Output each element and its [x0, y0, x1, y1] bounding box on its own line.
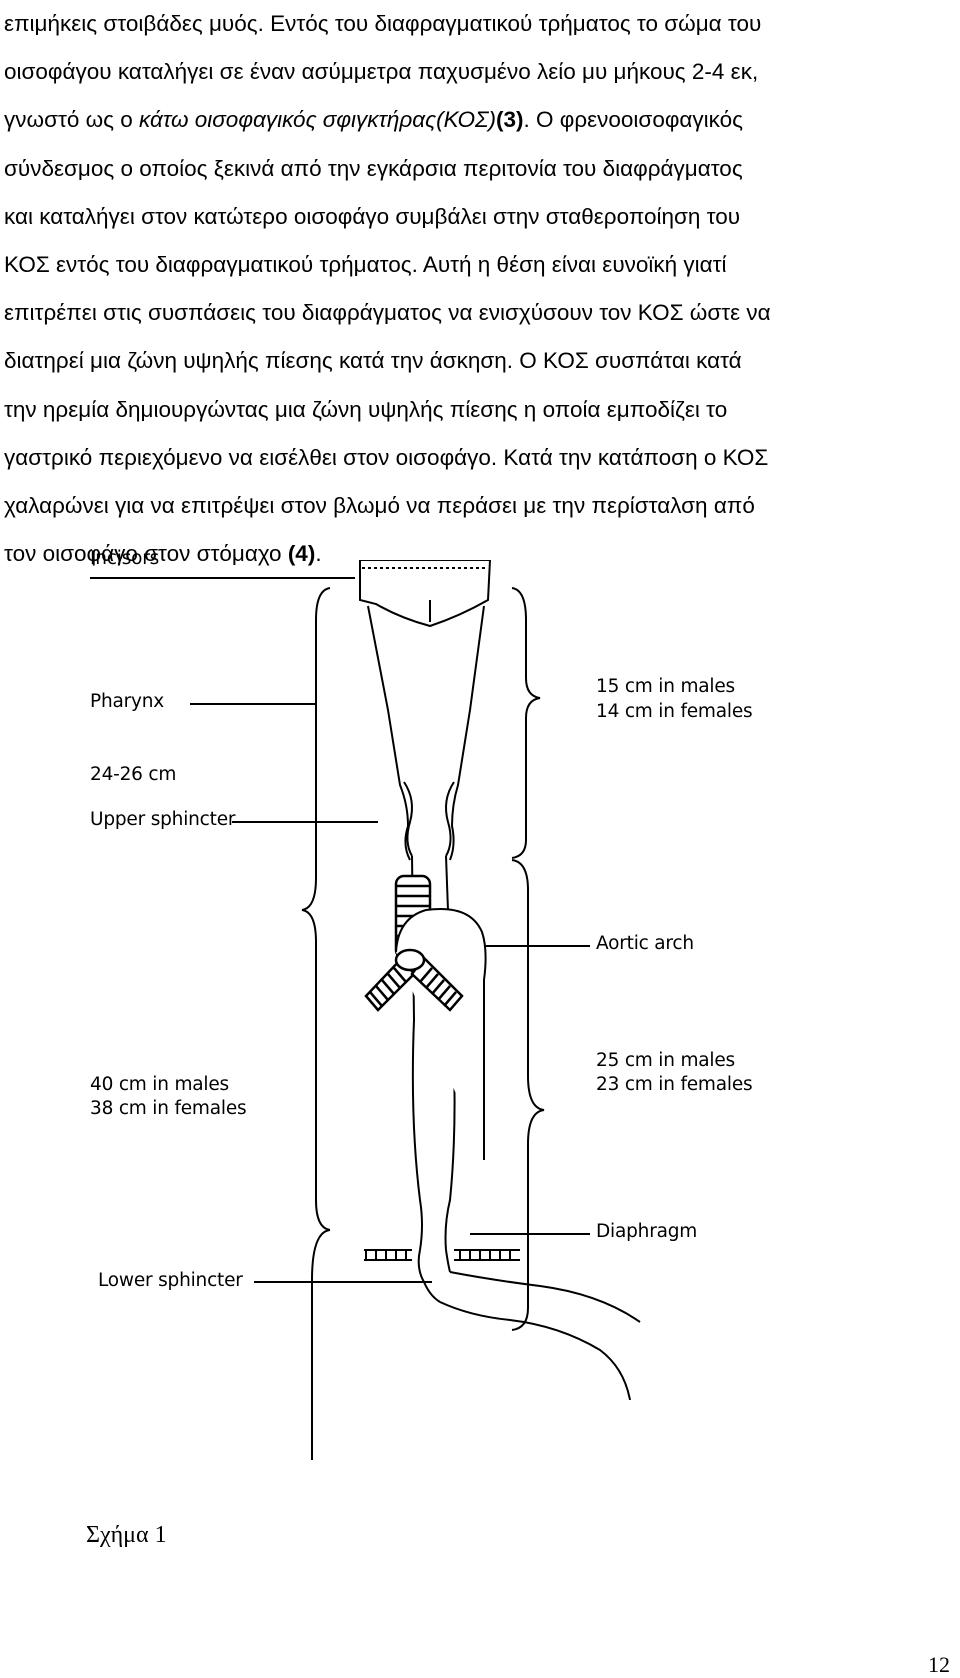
label-females-14: 14 cm in females — [596, 701, 753, 722]
text-line: γαστρικό περιεχόμενο να εισέλθει στον οι… — [4, 444, 769, 470]
text-span: τον οισοφάγο στον στόμαχο — [4, 541, 288, 567]
esophagus-left-wall — [411, 855, 423, 1251]
esophagus-diagram — [90, 560, 641, 1460]
text-line: τον οισοφάγο στον στόμαχο (4). — [4, 530, 954, 578]
label-lower-sphincter: Lower sphincter — [98, 1270, 243, 1291]
text-span: γνωστό ως ο — [4, 107, 140, 133]
text-line: και καταλήγει στον κατώτερο οισοφάγο συμ… — [4, 203, 741, 229]
text-line: σύνδεσμος ο οποίος ξεκινά από την εγκάρσ… — [4, 155, 743, 181]
text-line: διατηρεί μια ζώνη υψηλής πίεσης κατά την… — [4, 348, 742, 374]
text-line: επιμήκεις στοιβάδες μυός. Εντός του διαφ… — [4, 11, 762, 36]
esophagus-anatomy-figure: Incisors Pharynx 24-26 cm Upper sphincte… — [0, 548, 960, 1460]
text-line: χαλαρώνει για να επιτρέψει στον βλωμό να… — [4, 493, 755, 519]
stomach-outline — [439, 1301, 631, 1401]
stomach-inner — [449, 1271, 641, 1323]
aortic-arch — [395, 908, 487, 1160]
label-males-15: 15 cm in males — [596, 676, 735, 697]
label-males-40: 40 cm in males — [90, 1074, 229, 1095]
page-number: 12 — [928, 1652, 950, 1677]
citation-ref: (3) — [495, 107, 524, 133]
bronchi — [364, 948, 464, 1012]
label-incisors: Incisors — [90, 548, 160, 569]
label-females-38: 38 cm in females — [90, 1098, 247, 1119]
pharynx-left-wall — [367, 605, 411, 861]
text-line: την ηρεμία δημιουργώντας μια ζώνη υψηλής… — [4, 396, 728, 422]
label-pharynx: Pharynx — [90, 691, 165, 712]
mouth-outline — [359, 560, 492, 628]
label-aortic-arch: Aortic arch — [596, 933, 694, 954]
bracket-left-lower — [311, 1229, 331, 1460]
bracket-right-lower — [511, 859, 545, 1331]
citation-ref: (4) — [287, 541, 316, 567]
bracket-right-upper — [511, 587, 541, 859]
diaphragm — [364, 1249, 520, 1261]
figure-caption: Σχήμα 1 — [86, 1522, 167, 1548]
text-span: . Ο φρενοοισοφαγικός — [523, 107, 744, 133]
text-line: επιτρέπει στις συσπάσεις του διαφράγματο… — [4, 300, 771, 326]
text-line: ΚΟΣ εντός του διαφραγματικού τρήματος. Α… — [4, 252, 727, 278]
text-line: γνωστό ως ο κάτω οισοφαγικός σφιγκτήρας(… — [4, 96, 954, 144]
label-length-total: 24-26 cm — [90, 764, 177, 785]
upper-sphincter-left — [403, 781, 413, 857]
label-males-25: 25 cm in males — [596, 1050, 735, 1071]
pharynx-right-wall — [449, 605, 485, 861]
label-diaphragm: Diaphragm — [596, 1221, 698, 1242]
text-line: οισοφάγου καταλήγει σε έναν ασύμμετρα πα… — [4, 59, 759, 85]
lower-sphincter — [417, 1249, 451, 1303]
italic-term: κάτω οισοφαγικός σφιγκτήρας(ΚΟΣ) — [139, 107, 496, 133]
bracket-left-upper — [301, 587, 331, 1231]
body-paragraph: επιμήκεις στοιβάδες μυός. Εντός του διαφ… — [4, 0, 954, 578]
text-span: . — [315, 541, 322, 567]
upper-sphincter-right — [445, 781, 455, 857]
label-females-23: 23 cm in females — [596, 1074, 753, 1095]
label-upper-sphincter: Upper sphincter — [90, 809, 236, 830]
